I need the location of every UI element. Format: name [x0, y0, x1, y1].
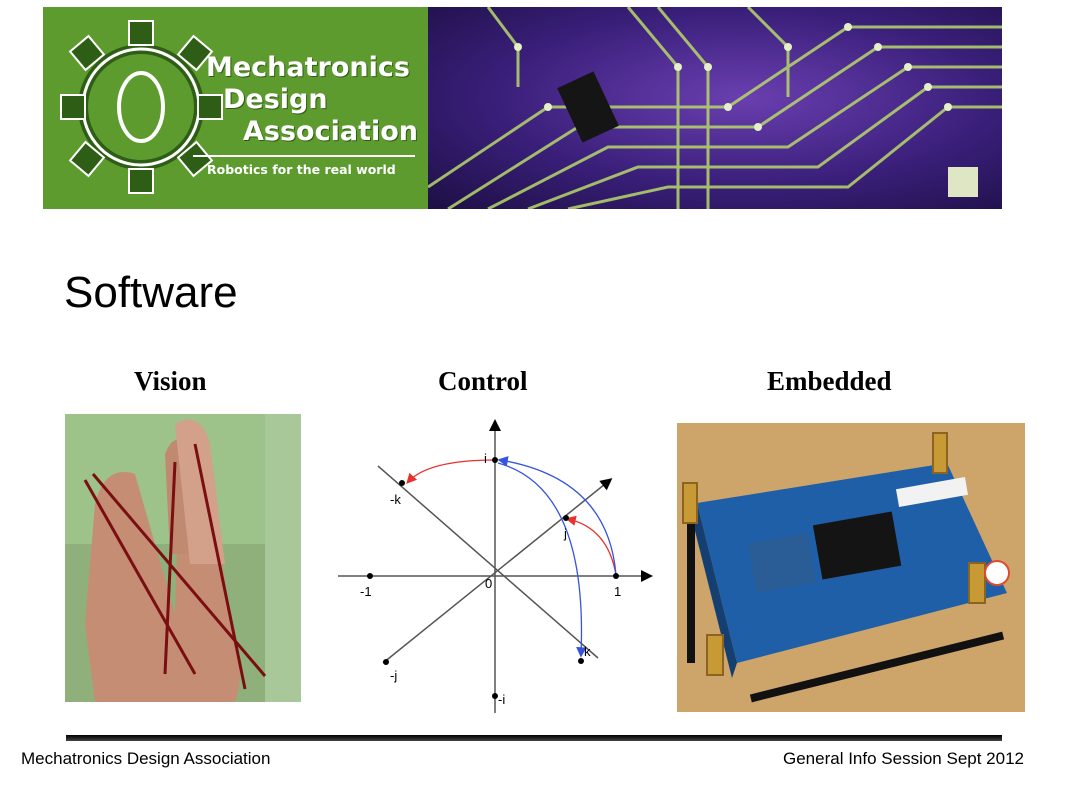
embedded-board-photo [677, 423, 1025, 712]
slide-title: Software [64, 268, 238, 317]
label-neg-i: -i [498, 692, 505, 707]
column-label-vision: Vision [134, 366, 207, 396]
label-neg-j: -j [390, 668, 397, 683]
label-neg-k: -k [390, 492, 401, 507]
footer-left-text: Mechatronics Design Association [21, 749, 271, 768]
footer-divider [66, 735, 1002, 741]
circuit-board-image [427, 7, 1002, 209]
footer-right-text: General Info Session Sept 2012 [783, 749, 1024, 768]
gear-logo-icon [60, 20, 415, 194]
label-neg-one: -1 [360, 584, 372, 599]
vision-photo [65, 414, 301, 702]
label-k: k [584, 644, 591, 659]
org-name-line2: Design [223, 84, 328, 115]
hand-image [65, 414, 301, 702]
label-one: 1 [614, 584, 621, 599]
tagline: Robotics for the real world [207, 162, 396, 177]
circuit-traces [427, 7, 1002, 209]
column-label-control: Control [438, 366, 528, 396]
logo-panel: Mechatronics Design Association Robotics… [43, 7, 428, 209]
quaternion-diagram: i -k j 0 -1 1 -j k -i [338, 418, 658, 718]
org-name-line1: Mechatronics [206, 52, 410, 83]
header-banner: Mechatronics Design Association Robotics… [43, 7, 1002, 209]
fpga-board-image [677, 423, 1025, 712]
column-label-embedded: Embedded [767, 366, 892, 396]
org-name-line3: Association [243, 116, 418, 147]
label-j: j [563, 526, 567, 541]
label-i: i [484, 451, 487, 466]
label-origin: 0 [485, 576, 492, 591]
quaternion-plot: i -k j 0 -1 1 -j k -i [338, 419, 653, 713]
